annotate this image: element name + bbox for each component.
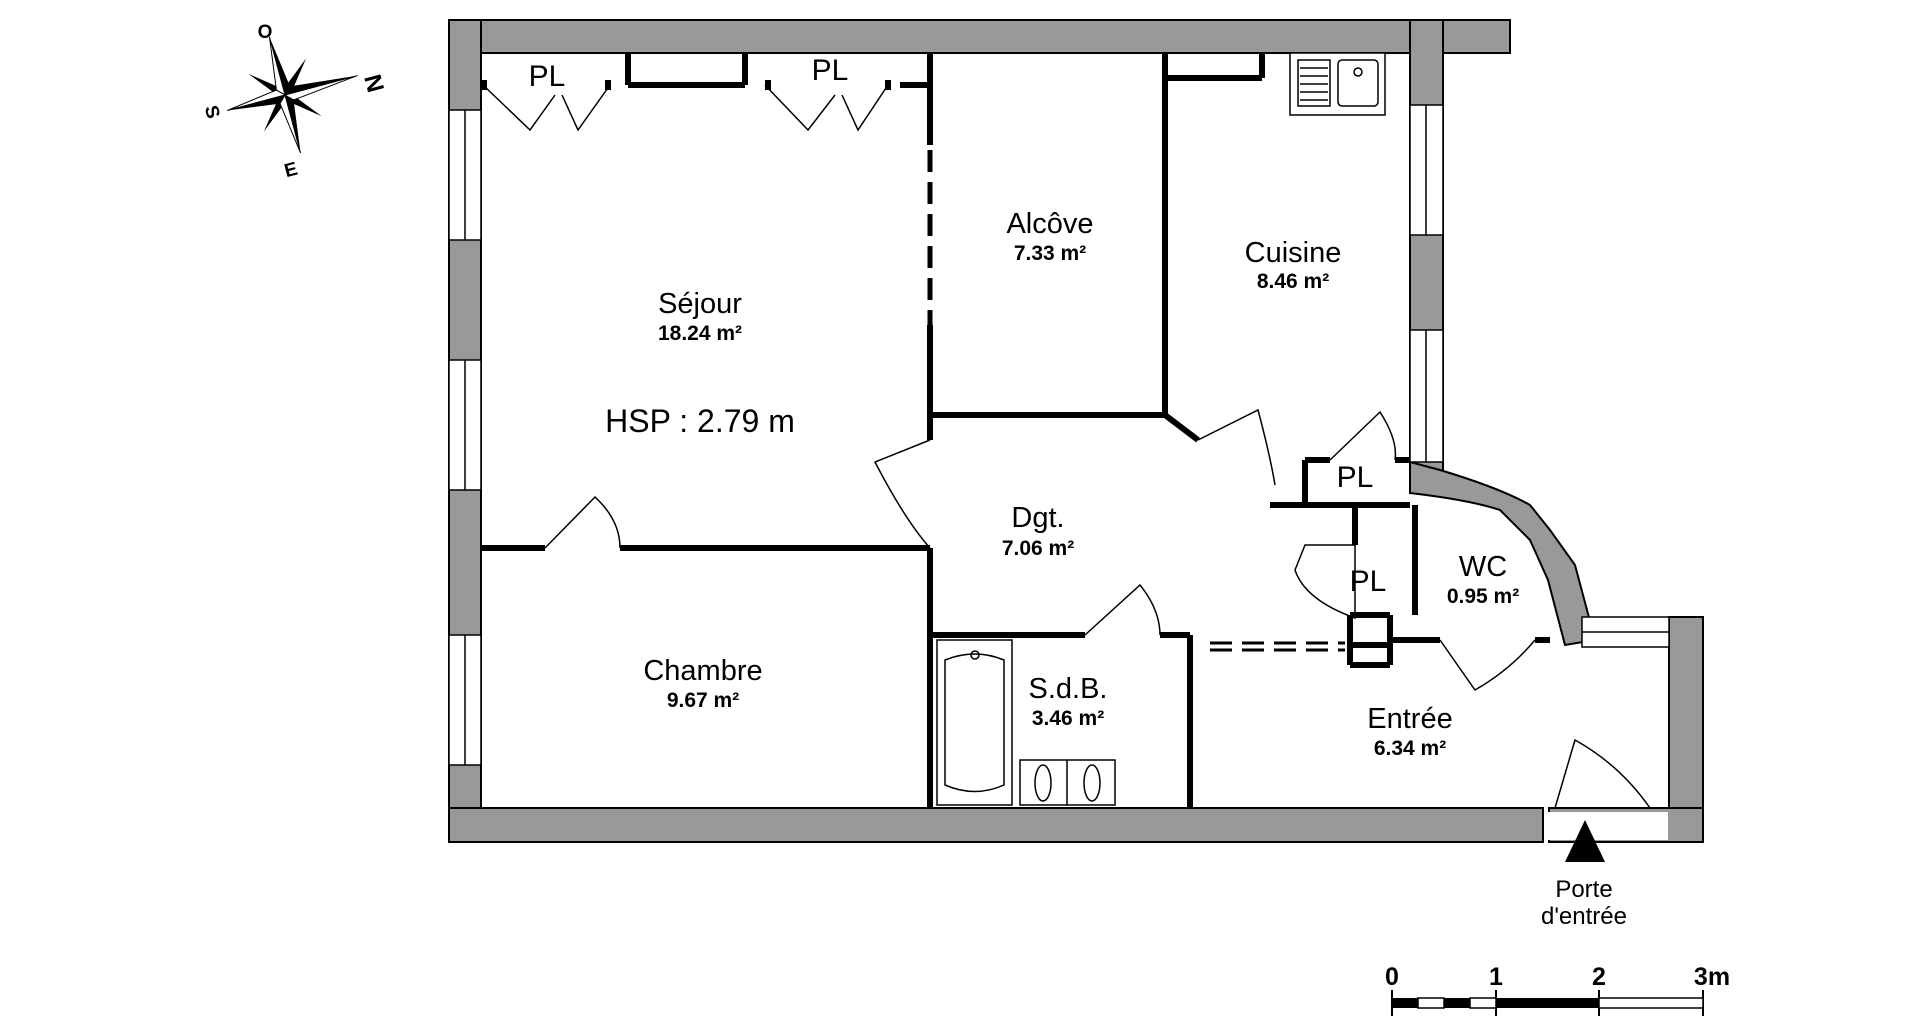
- room-name-dgt: Dgt.: [1011, 502, 1064, 534]
- room-area-dgt: 7.06 m²: [1002, 537, 1074, 560]
- room-area-sejour: 18.24 m²: [658, 322, 742, 345]
- room-area-entree: 6.34 m²: [1374, 737, 1446, 760]
- ceiling-height: HSP : 2.79 m: [605, 403, 795, 439]
- doors: [481, 80, 1651, 809]
- entrance-marker: Porte d'entrée: [1541, 820, 1627, 930]
- room-name-cuisine: Cuisine: [1245, 237, 1342, 269]
- compass-label-e: E: [282, 159, 300, 183]
- compass-label-n: N: [358, 72, 389, 96]
- compass-label-s: S: [200, 103, 224, 121]
- room-area-sdb: 3.46 m²: [1032, 707, 1104, 730]
- room-name-sdb: S.d.B.: [1029, 673, 1108, 705]
- compass-rose-icon: [226, 36, 358, 154]
- room-name-chambre: Chambre: [643, 655, 762, 687]
- scale-label-1: 1: [1489, 963, 1503, 991]
- scale-label-0: 0: [1385, 963, 1399, 991]
- closet-label-1: PL: [529, 60, 566, 93]
- closet-label-3: PL: [1337, 461, 1374, 494]
- room-area-cuisine: 8.46 m²: [1257, 270, 1329, 293]
- scale-label-2: 2: [1592, 963, 1606, 991]
- scale-label-3m: 3m: [1694, 963, 1730, 991]
- room-area-wc: 0.95 m²: [1447, 585, 1519, 608]
- room-name-wc: WC: [1459, 551, 1507, 583]
- room-name-sejour: Séjour: [658, 288, 742, 320]
- entrance-arrow-icon: [1565, 820, 1605, 862]
- scale-bar: 0 1 2 3m: [1385, 963, 1730, 1016]
- closet-label-4: PL: [1350, 565, 1387, 598]
- room-labels: Séjour 18.24 m² HSP : 2.79 m Alcôve 7.33…: [605, 208, 1519, 760]
- closet-labels: PL PL PL PL: [529, 54, 1387, 598]
- bathtub: [936, 639, 1013, 806]
- room-name-entree: Entrée: [1367, 703, 1452, 735]
- fixtures: [936, 52, 1386, 806]
- compass-label-o: O: [258, 22, 273, 43]
- room-name-alcove: Alcôve: [1006, 208, 1093, 240]
- open-passages: [927, 150, 1345, 652]
- interior-walls: [481, 53, 1550, 808]
- entrance-label-line2: d'entrée: [1541, 903, 1627, 930]
- closet-label-2: PL: [812, 54, 849, 87]
- room-area-alcove: 7.33 m²: [1014, 242, 1086, 265]
- entrance-label-line1: Porte: [1555, 876, 1612, 903]
- room-area-chambre: 9.67 m²: [667, 689, 739, 712]
- windows: [448, 104, 1670, 840]
